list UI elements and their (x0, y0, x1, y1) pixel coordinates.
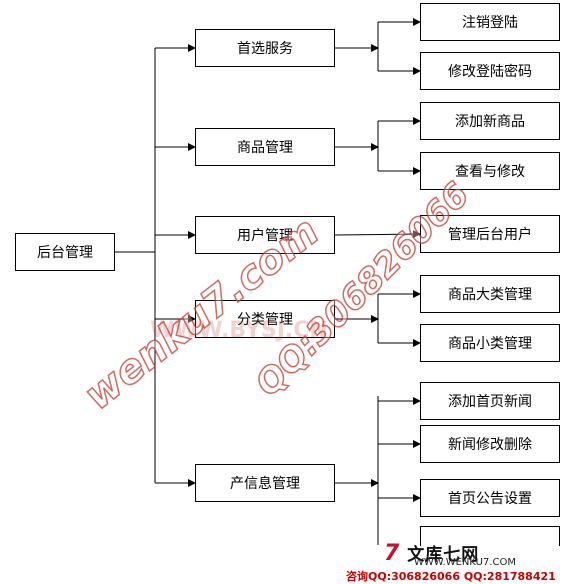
leaf-node-admin-users: 管理后台用户 (420, 215, 560, 253)
leaf-node-notice-settings: 首页公告设置 (420, 479, 560, 517)
leaf-label: 管理后台用户 (448, 227, 532, 243)
leaf-label: 商品小类管理 (448, 336, 532, 352)
module-label: 首选服务 (237, 41, 293, 57)
module-node-user-management: 用户管理 (195, 216, 335, 254)
leaf-node-add-product: 添加新商品 (420, 102, 560, 140)
module-node-info-management: 产信息管理 (195, 464, 335, 502)
module-label: 商品管理 (237, 140, 293, 156)
module-label: 产信息管理 (230, 476, 300, 492)
leaf-label: 注销登陆 (462, 15, 518, 31)
leaf-label: 首页公告设置 (448, 491, 532, 507)
module-label: 用户管理 (237, 228, 293, 244)
module-label: 分类管理 (237, 312, 293, 328)
module-node-product-management: 商品管理 (195, 128, 335, 166)
root-node-label: 后台管理 (37, 245, 93, 261)
leaf-node-change-password: 修改登陆密码 (420, 52, 560, 90)
leaf-node-logout: 注销登陆 (420, 3, 560, 41)
leaf-label: 新闻修改删除 (448, 437, 532, 453)
module-node-preferred-services: 首选服务 (195, 29, 335, 67)
leaf-label: 商品大类管理 (448, 287, 532, 303)
leaf-label: 添加首页新闻 (448, 394, 532, 410)
leaf-node-view-edit: 查看与修改 (420, 152, 560, 190)
site-logo: 7 文库七网 (384, 540, 479, 566)
leaf-node-edit-delete-news: 新闻修改删除 (420, 425, 560, 463)
leaf-node-partial (420, 526, 560, 546)
leaf-branch-arrow (334, 230, 421, 239)
logo-seven: 7 (384, 541, 401, 566)
root-node: 后台管理 (15, 233, 115, 271)
watermark-site: WWW.BYSJ.CN (150, 318, 328, 343)
leaf-label: 查看与修改 (455, 164, 525, 180)
contact-qq: 咨询QQ:306826066 QQ:281788421 (346, 570, 556, 583)
module-node-category-management: 分类管理 (195, 300, 335, 338)
leaf-label: 修改登陆密码 (448, 64, 532, 80)
site-url: WWW.WENKU7.COM (414, 557, 517, 568)
leaf-node-major-category: 商品大类管理 (420, 275, 560, 313)
leaf-node-add-news: 添加首页新闻 (420, 382, 560, 420)
leaf-node-minor-category: 商品小类管理 (420, 324, 560, 362)
logo-text: 文库七网 (407, 545, 480, 565)
leaf-label: 添加新商品 (455, 114, 525, 130)
